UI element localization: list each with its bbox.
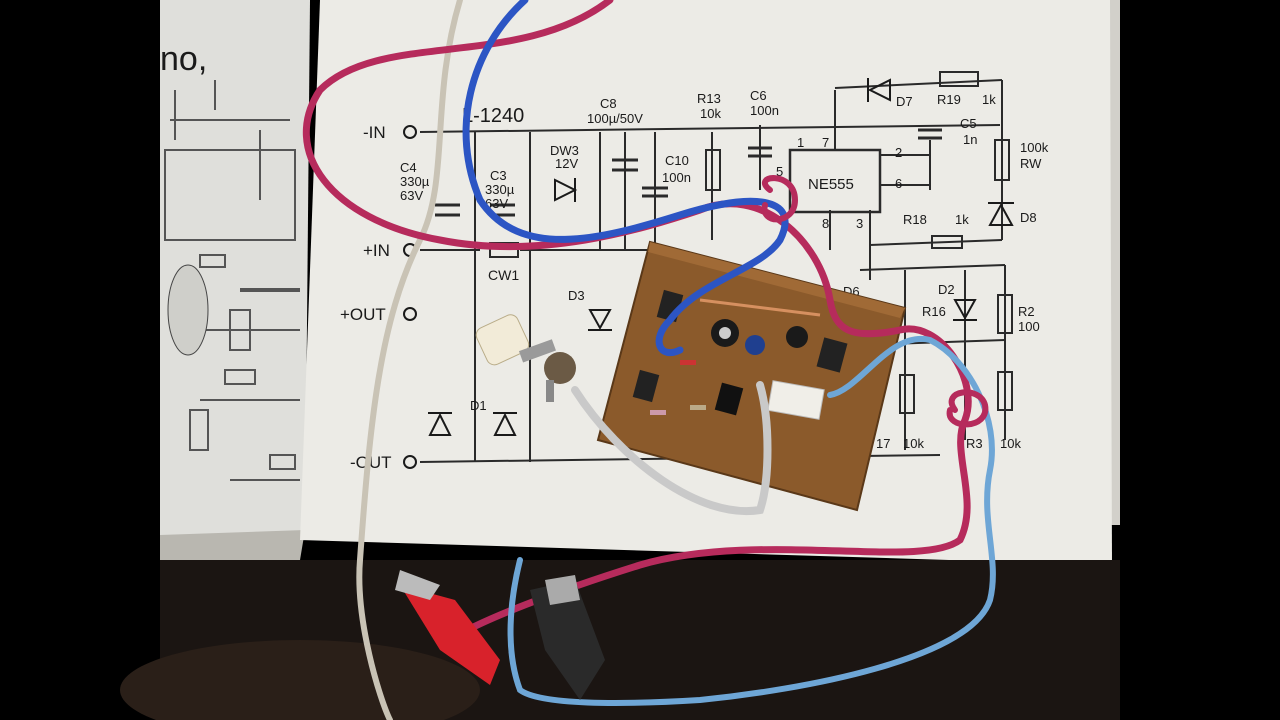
pin-8: 8 <box>822 216 829 231</box>
dw3-name: DW3 <box>550 143 579 158</box>
transistor-3 <box>632 369 660 403</box>
connector-plug <box>767 380 825 420</box>
r19-value: 1k <box>982 92 996 107</box>
red-wire-knot-2 <box>761 175 799 223</box>
c5-name: C5 <box>960 116 977 131</box>
c10-name: C10 <box>665 153 689 168</box>
blue-wire <box>462 0 789 357</box>
c8-name: C8 <box>600 96 617 111</box>
c4-value1: 330µ <box>400 174 430 189</box>
dw3-value: 12V <box>555 156 578 171</box>
grey-wire-long <box>356 0 463 720</box>
c6-value: 100n <box>750 103 779 118</box>
c3-value1: 330µ <box>485 182 515 197</box>
pin-5: 5 <box>776 164 783 179</box>
ne555-chip <box>714 382 744 416</box>
title-fragment: L-1240 <box>462 105 524 127</box>
pin-2: 2 <box>895 145 902 160</box>
r17-fragment: 17 <box>876 436 890 451</box>
r2-value: 100 <box>1018 319 1040 334</box>
pin-7: 7 <box>822 135 829 150</box>
table-shadow <box>120 640 480 720</box>
resistor-3 <box>690 405 706 410</box>
transistor-2 <box>816 337 848 373</box>
terminal-in-plus-label: +IN <box>363 241 390 260</box>
black-clip <box>530 580 605 700</box>
resistor-2 <box>650 410 666 415</box>
d3-label: D3 <box>568 288 585 303</box>
schematic-labels: L-1240 -IN +IN +OUT -OUT C8 100µ/50V R13… <box>340 88 1049 472</box>
ribbon-grey-wire <box>571 381 772 516</box>
d8-label: D8 <box>1020 210 1037 225</box>
terminal-in-minus-label: -IN <box>363 123 386 142</box>
pin-1: 1 <box>797 135 804 150</box>
c4-value2: 63V <box>400 188 423 203</box>
c8-value: 100µ/50V <box>587 111 643 126</box>
resistor-1 <box>680 360 696 365</box>
c3-value2: 63V <box>485 196 508 211</box>
left-pcb-layout-sheet: no, <box>160 0 310 565</box>
r3-name: R3 <box>966 436 983 451</box>
pot-value: 100k <box>1020 140 1049 155</box>
r16-label: R16 <box>922 304 946 319</box>
pin-3: 3 <box>856 216 863 231</box>
ic-label: NE555 <box>808 176 854 193</box>
light-blue-wire <box>507 335 996 706</box>
r19-name: R19 <box>937 92 961 107</box>
red-clip <box>400 585 500 685</box>
c6-name: C6 <box>750 88 767 103</box>
pcb-board <box>596 240 907 512</box>
electrolytic-cap-2 <box>745 335 765 355</box>
pin-6: 6 <box>895 176 902 191</box>
terminal-out-plus-label: +OUT <box>340 305 386 324</box>
pot-name: RW <box>1020 156 1042 171</box>
r13-name: R13 <box>697 91 721 106</box>
electrolytic-cap-3 <box>786 326 808 348</box>
wires <box>302 0 996 720</box>
r17-value: 10k <box>903 436 924 451</box>
r3-value: 10k <box>1000 436 1021 451</box>
d2-label: D2 <box>938 282 955 297</box>
c5-value: 1n <box>963 132 977 147</box>
r18-name: R18 <box>903 212 927 227</box>
c3-name: C3 <box>490 168 507 183</box>
potentiometer <box>475 314 576 402</box>
d1-label: D1 <box>470 398 487 413</box>
c4-name: C4 <box>400 160 417 175</box>
red-wire <box>302 0 972 644</box>
alligator-clips <box>395 570 605 700</box>
red-wire-knot <box>946 389 989 428</box>
c10-value: 100n <box>662 170 691 185</box>
d7-label: D7 <box>896 94 913 109</box>
diode-symbols <box>428 78 1014 436</box>
copper-wire-link <box>699 298 821 317</box>
left-sheet-fragment-text: no, <box>160 40 207 78</box>
red-clip-jaw <box>395 570 440 600</box>
r18-value: 1k <box>955 212 969 227</box>
cw1-label: CW1 <box>488 267 519 283</box>
r13-value: 10k <box>700 106 721 121</box>
black-clip-jaw <box>545 575 580 605</box>
r2-name: R2 <box>1018 304 1035 319</box>
